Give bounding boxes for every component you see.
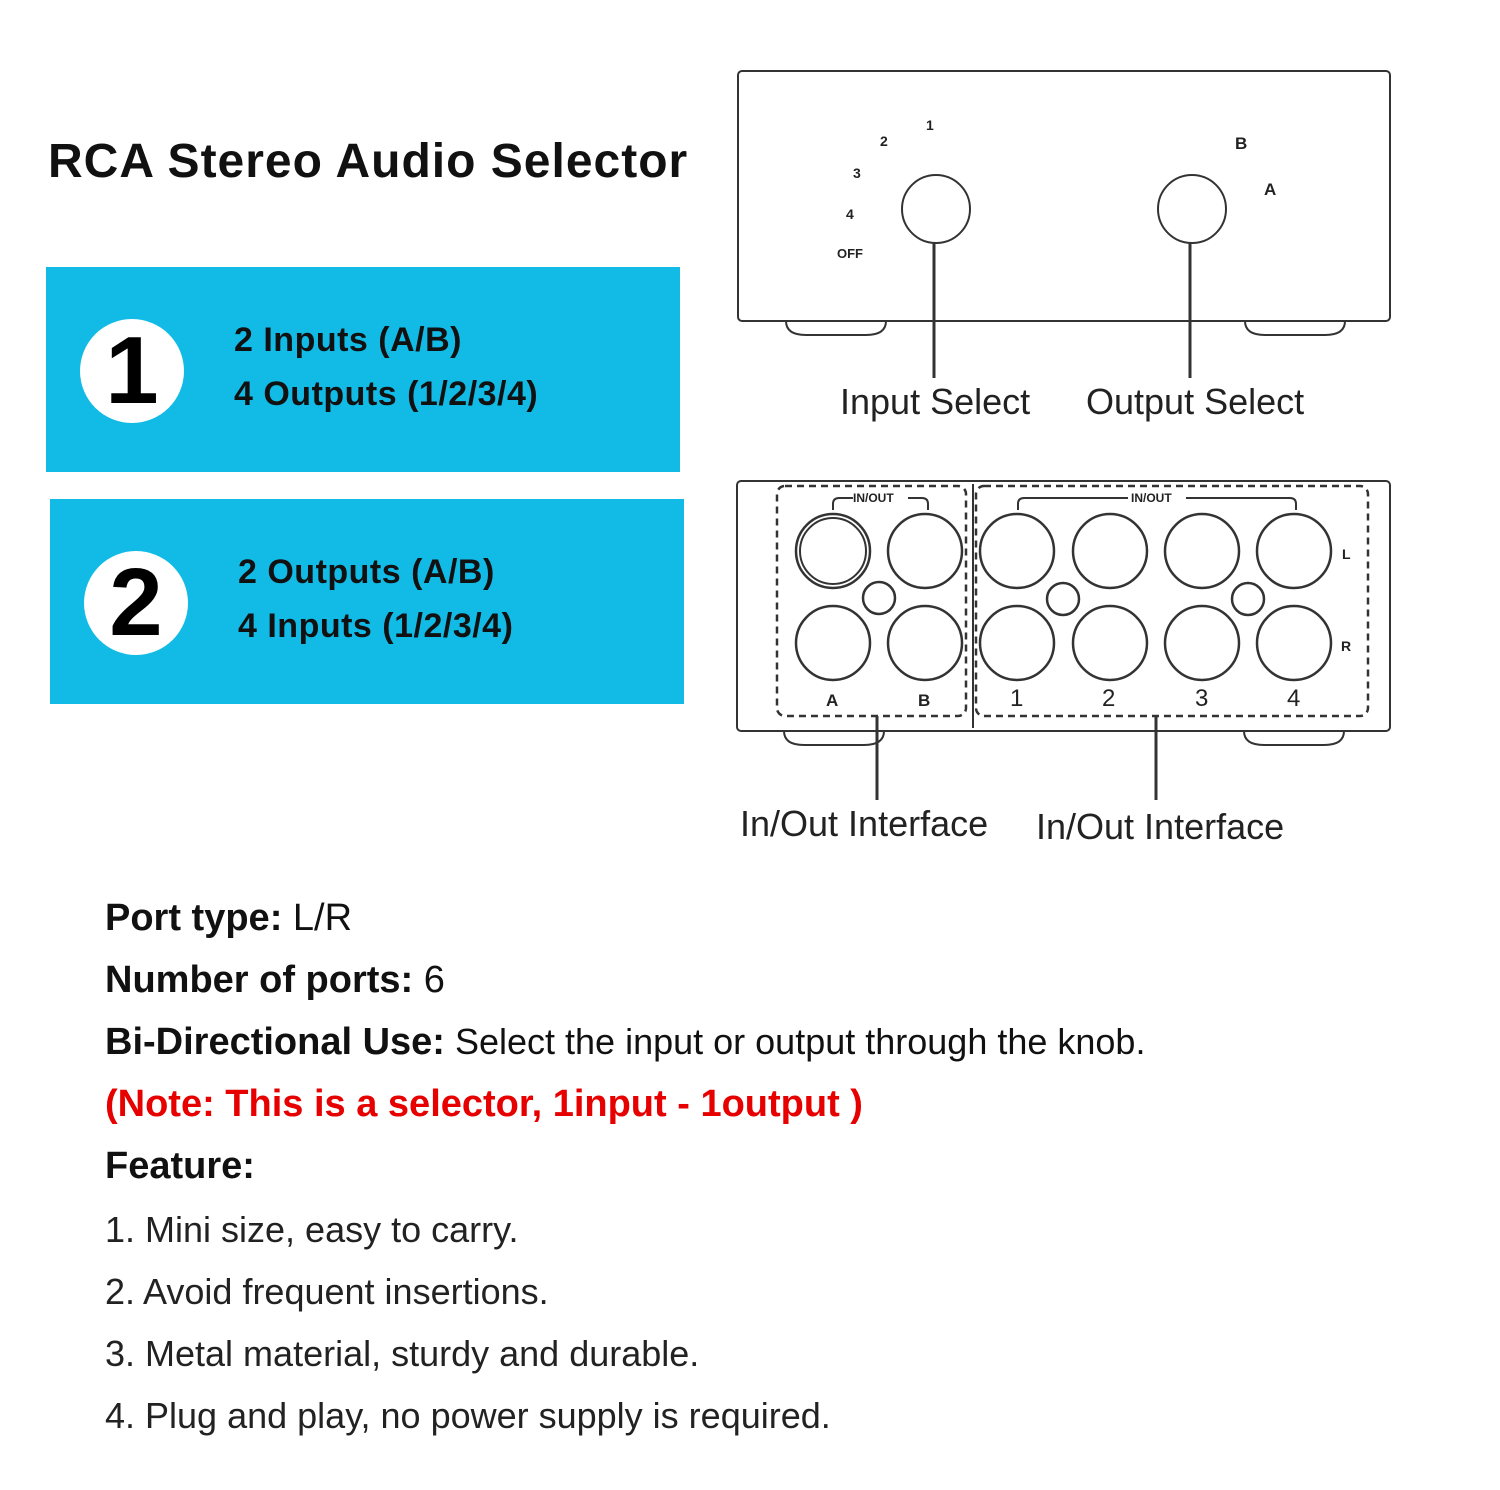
input-position-2: 2 (880, 133, 888, 149)
spec-number-of-ports-value: 6 (413, 959, 445, 1001)
jack-1-r (978, 604, 1056, 682)
jack-2-r (1071, 604, 1149, 682)
jack-1-l (978, 512, 1056, 590)
spec-number-of-ports: Number of ports: 6 (105, 959, 445, 1002)
left-port-group (775, 484, 968, 718)
right-screw-1 (1045, 581, 1081, 617)
spec-number-of-ports-key: Number of ports: (105, 959, 414, 1001)
channel-r-label: R (1341, 638, 1351, 654)
spec-port-type-value: L/R (282, 897, 353, 939)
mode-1-number: 1 (80, 319, 184, 423)
feature-heading: Feature: (105, 1145, 255, 1187)
back-panel (736, 480, 1391, 800)
jack-4-l (1255, 512, 1333, 590)
left-screw (861, 580, 897, 616)
output-position-a: A (1264, 180, 1276, 199)
left-group-header: IN/OUT (853, 491, 894, 505)
mode-1-line-1: 2 Inputs (A/B) (234, 321, 462, 359)
feature-item: 2. Avoid frequent insertions. (105, 1271, 549, 1312)
feature-item: 4. Plug and play, no power supply is req… (105, 1395, 831, 1436)
jack-b-l (886, 512, 964, 590)
mode-2-line-2: 4 Inputs (1/2/3/4) (238, 607, 514, 645)
mode-2-box: 2 2 Outputs (A/B) 4 Inputs (1/2/3/4) (50, 499, 684, 704)
right-port-group (974, 484, 1370, 718)
spec-bi-directional-value: Select the input or output through the k… (444, 1021, 1146, 1062)
front-panel (737, 70, 1391, 378)
right-group-header: IN/OUT (1131, 491, 1172, 505)
port-label-3: 3 (1195, 685, 1208, 712)
port-label-2: 2 (1102, 685, 1115, 712)
jack-3-l (1163, 512, 1241, 590)
selector-note: (Note: This is a selector, 1input - 1out… (105, 1083, 863, 1125)
right-screw-2 (1230, 581, 1266, 617)
spec-bi-directional: Bi-Directional Use: Select the input or … (105, 1021, 1145, 1064)
feature-item: 1. Mini size, easy to carry. (105, 1209, 519, 1250)
jack-2-l (1071, 512, 1149, 590)
mode-2-number: 2 (84, 551, 188, 655)
input-position-1: 1 (926, 117, 934, 133)
output-select-label: Output Select (1086, 381, 1304, 422)
mode-2-line-1: 2 Outputs (A/B) (238, 553, 495, 591)
jack-a-l (794, 512, 872, 590)
device-diagram: 1 2 3 4 OFF B A Input Select Output Sele… (736, 70, 1391, 847)
spec-port-type-key: Port type: (105, 897, 283, 939)
input-select-label: Input Select (840, 381, 1030, 422)
left-interface-label: In/Out Interface (740, 803, 988, 844)
output-select-knob (1157, 174, 1227, 244)
jack-3-r (1163, 604, 1241, 682)
jack-4-r (1255, 604, 1333, 682)
jack-a-r (794, 604, 872, 682)
page-title: RCA Stereo Audio Selector (48, 135, 689, 188)
input-position-4: 4 (846, 206, 854, 222)
channel-l-label: L (1342, 546, 1351, 562)
input-position-3: 3 (853, 165, 861, 181)
jack-b-r (886, 604, 964, 682)
port-label-b: B (918, 691, 930, 710)
input-position-off: OFF (837, 246, 863, 261)
output-position-b: B (1235, 134, 1247, 153)
feature-item: 3. Metal material, sturdy and durable. (105, 1333, 700, 1374)
spec-port-type: Port type: L/R (105, 897, 352, 940)
mode-1-line-2: 4 Outputs (1/2/3/4) (234, 375, 539, 413)
port-label-1: 1 (1010, 685, 1023, 712)
spec-bi-directional-key: Bi-Directional Use: (105, 1021, 445, 1063)
input-select-knob (901, 174, 971, 244)
port-label-a: A (826, 691, 838, 710)
mode-1-box: 1 2 Inputs (A/B) 4 Outputs (1/2/3/4) (46, 267, 680, 472)
port-label-4: 4 (1287, 685, 1300, 712)
right-interface-label: In/Out Interface (1036, 806, 1284, 847)
